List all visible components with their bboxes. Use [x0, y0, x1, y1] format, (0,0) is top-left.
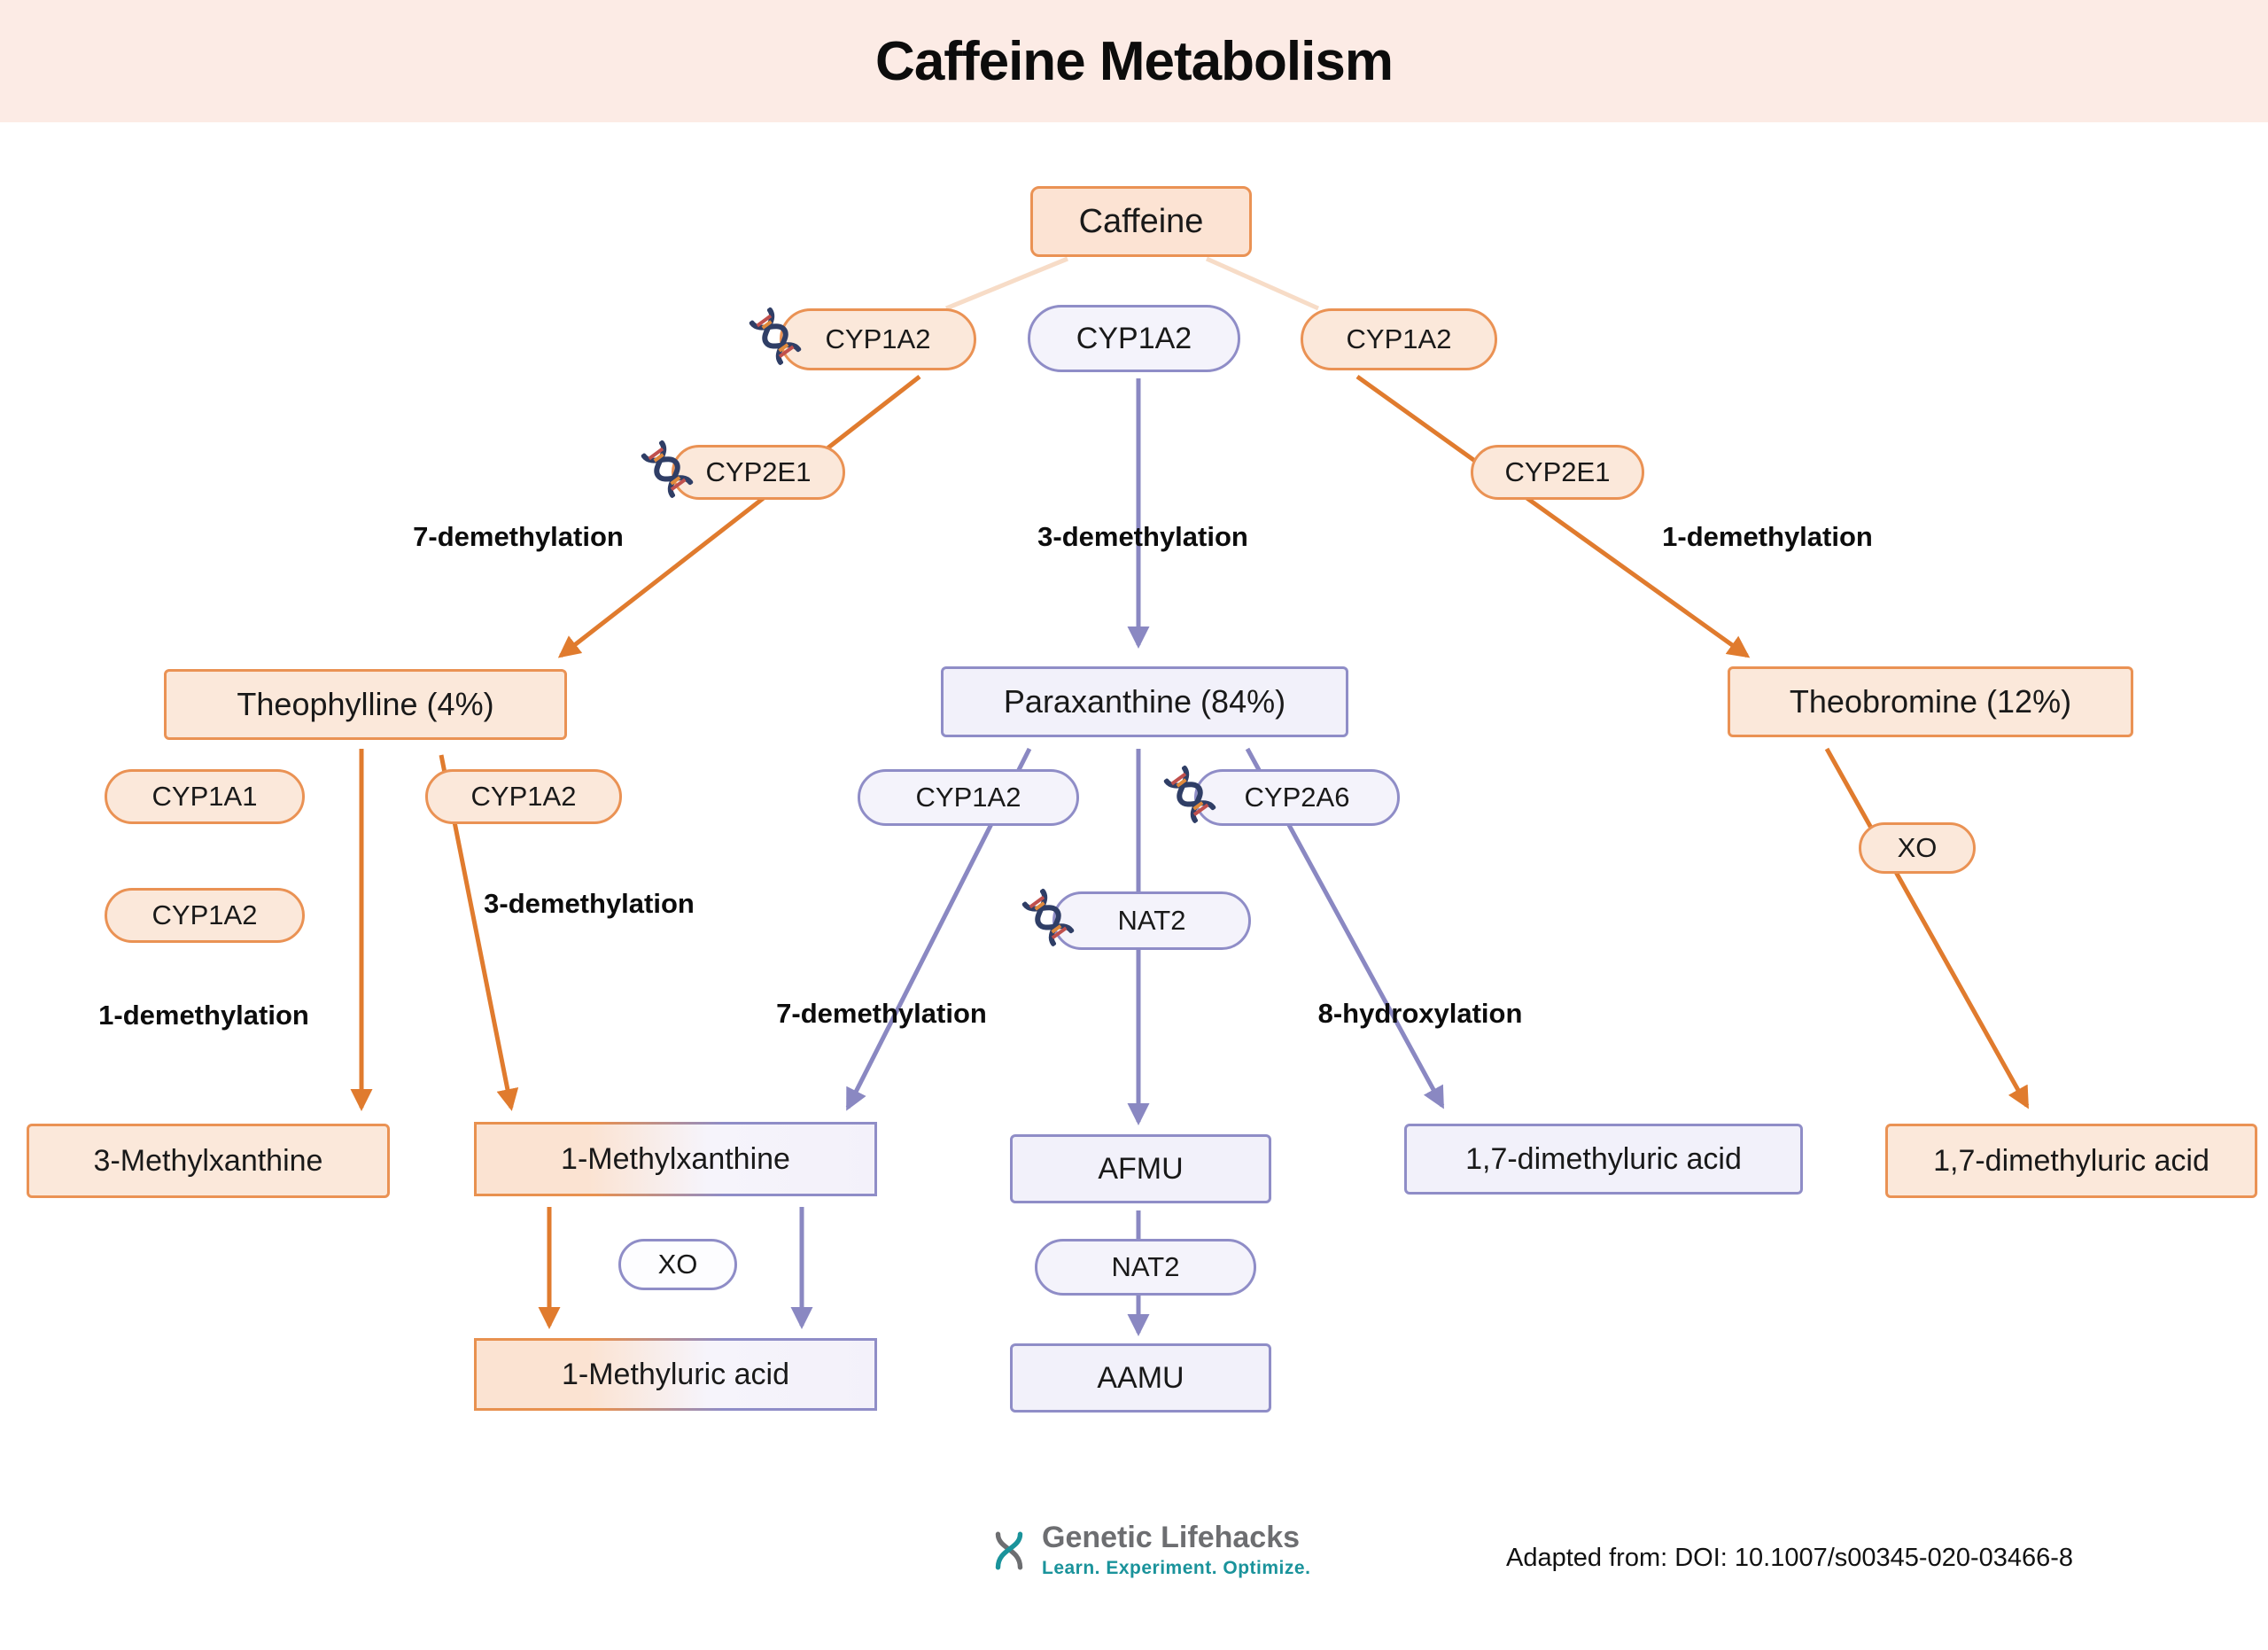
enzyme-cyp2a6: CYP2A6	[1194, 769, 1400, 826]
enzyme-cyp2e1-right: CYP2E1	[1471, 445, 1644, 500]
enzyme-label: CYP1A2	[151, 899, 258, 930]
enzyme-label: XO	[657, 1249, 698, 1280]
brand-tagline: Learn. Experiment. Optimize.	[1042, 1557, 1311, 1578]
node-theobromine: Theobromine (12%)	[1728, 666, 2133, 737]
enzyme-label: NAT2	[1111, 1251, 1180, 1282]
enzyme-label: CYP1A2	[915, 782, 1021, 813]
enzyme-nat2-bottom: NAT2	[1035, 1239, 1256, 1296]
connector-caffeine-right	[1205, 256, 1320, 311]
node-theophylline: Theophylline (4%)	[164, 669, 567, 740]
node-3-methylxanthine: 3-Methylxanthine	[27, 1124, 390, 1198]
enzyme-cyp2e1-left: CYP2E1	[672, 445, 845, 500]
enzyme-cyp1a2-top-right: CYP1A2	[1301, 308, 1497, 370]
arrow-theobromine-to-dimethyluric	[1824, 747, 2030, 1109]
genetic-lifehacks-logo: Genetic Lifehacks Learn. Experiment. Opt…	[987, 1522, 1310, 1579]
node-1-methyluric-acid: 1-Methyluric acid	[474, 1338, 877, 1411]
dna-icon	[1021, 891, 1075, 944]
enzyme-cyp1a1: CYP1A1	[105, 769, 305, 824]
label-1-demethylation-top: 1-demethylation	[1662, 521, 1873, 552]
node-dimethyluric-right: 1,7-dimethyluric acid	[1885, 1124, 2257, 1198]
logo-helix-icon	[987, 1529, 1031, 1573]
dna-icon	[641, 442, 694, 495]
node-paraxanthine: Paraxanthine (84%)	[941, 666, 1348, 737]
enzyme-xo-right: XO	[1859, 822, 1976, 874]
enzyme-nat2-top: NAT2	[1052, 891, 1251, 950]
enzyme-xo-center: XO	[618, 1239, 737, 1290]
enzyme-label: CYP1A2	[1076, 321, 1192, 355]
title-banner: Caffeine Metabolism	[0, 0, 2268, 122]
node-afmu: AFMU	[1010, 1134, 1271, 1203]
enzyme-cyp1a2-top-left: CYP1A2	[780, 308, 976, 370]
label-1-demethylation-theo: 1-demethylation	[98, 1000, 309, 1031]
node-1-methylxanthine: 1-Methylxanthine	[474, 1122, 877, 1196]
enzyme-label: NAT2	[1117, 905, 1186, 936]
enzyme-label: CYP2E1	[1504, 456, 1611, 487]
enzyme-label: CYP1A2	[470, 781, 577, 812]
enzyme-label: CYP1A2	[1346, 323, 1452, 354]
enzyme-label: CYP2A6	[1244, 782, 1350, 813]
label-8-hydroxylation-para: 8-hydroxylation	[1317, 998, 1523, 1029]
enzyme-cyp1a2-para: CYP1A2	[858, 769, 1079, 826]
page-title: Caffeine Metabolism	[875, 30, 1394, 92]
enzyme-cyp1a2-top-center: CYP1A2	[1028, 305, 1240, 372]
label-3-demethylation-theo: 3-demethylation	[484, 888, 695, 919]
enzyme-label: CYP1A1	[151, 781, 258, 812]
enzyme-label: CYP2E1	[705, 456, 812, 487]
enzyme-cyp1a2-theo-b: CYP1A2	[105, 888, 305, 943]
enzyme-cyp1a2-theo-a: CYP1A2	[425, 769, 622, 824]
dna-icon	[749, 309, 802, 362]
brand-name: Genetic Lifehacks	[1042, 1521, 1301, 1554]
label-7-demethylation-top: 7-demethylation	[413, 521, 624, 552]
label-7-demethylation-para: 7-demethylation	[776, 998, 987, 1029]
node-aamu: AAMU	[1010, 1343, 1271, 1413]
arrow-caffeine-to-theophylline	[557, 375, 921, 658]
label-3-demethylation-top: 3-demethylation	[1037, 521, 1248, 552]
enzyme-label: CYP1A2	[825, 323, 931, 354]
enzyme-label: XO	[1897, 832, 1938, 863]
dna-icon	[1163, 767, 1216, 821]
arrow-caffeine-to-theobromine	[1355, 374, 1751, 658]
node-caffeine: Caffeine	[1030, 186, 1252, 257]
connector-caffeine-left	[945, 256, 1068, 311]
node-dimethyluric-center: 1,7-dimethyluric acid	[1404, 1124, 1803, 1195]
doi-attribution: Adapted from: DOI: 10.1007/s00345-020-03…	[1506, 1544, 2074, 1572]
